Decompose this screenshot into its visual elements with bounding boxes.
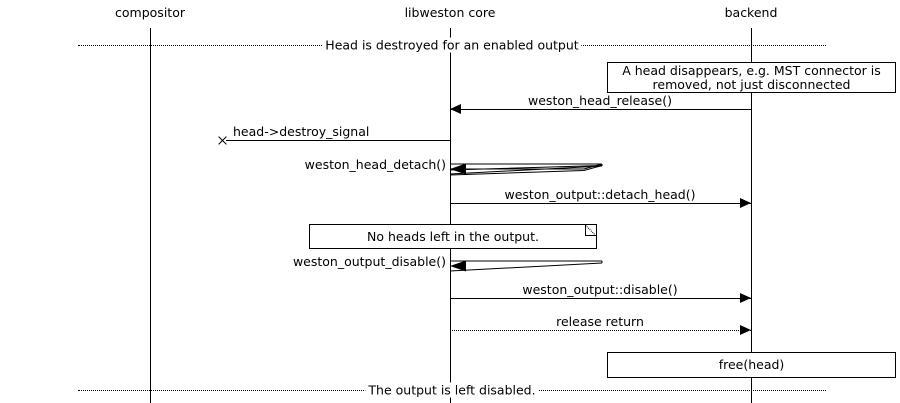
separator-label-bottom: The output is left disabled. bbox=[365, 382, 539, 398]
lifeline-libweston-core bbox=[450, 28, 451, 403]
message-label-weston-output-disable-call: weston_output_disable() bbox=[289, 254, 449, 269]
lifeline-backend bbox=[751, 28, 752, 403]
separator-label-top: Head is destroyed for an enabled output bbox=[322, 37, 582, 53]
note-free-head-text: free(head) bbox=[718, 357, 785, 373]
message-label-weston-head-release: weston_head_release() bbox=[525, 93, 675, 108]
message-line-release-return bbox=[450, 330, 751, 331]
arrowhead-right-icon-weston-output-disable bbox=[740, 293, 751, 303]
note-no-heads-left-text: No heads left in the output. bbox=[367, 228, 539, 244]
note-mst-connector-text: A head disappears, e.g. MST connector is… bbox=[622, 63, 881, 92]
message-label-weston-head-detach: weston_head_detach() bbox=[301, 157, 449, 172]
note-mst-connector: A head disappears, e.g. MST connector is… bbox=[607, 62, 896, 93]
message-label-release-return: release return bbox=[553, 314, 647, 329]
lost-message-x-icon bbox=[217, 135, 228, 146]
message-label-weston-output-disable: weston_output::disable() bbox=[519, 282, 681, 297]
lifeline-compositor bbox=[150, 28, 151, 403]
message-label-weston-output-detach-head: weston_output::detach_head() bbox=[501, 187, 699, 202]
arrowhead-left-icon-weston-head-release bbox=[450, 104, 461, 114]
participant-label-libweston-core: libweston core bbox=[404, 5, 496, 20]
message-line-head-destroy-signal bbox=[226, 140, 450, 141]
note-fold-corner-icon bbox=[585, 225, 596, 236]
arrowhead-right-icon-weston-output-detach-head bbox=[740, 198, 751, 208]
message-line-weston-output-detach-head bbox=[450, 203, 751, 204]
note-free-head: free(head) bbox=[607, 352, 896, 378]
self-message-weston-output-disable bbox=[450, 257, 610, 283]
message-line-weston-output-disable bbox=[450, 298, 751, 299]
message-label-head-destroy-signal: head->destroy_signal bbox=[230, 124, 373, 139]
message-line-weston-head-release bbox=[450, 109, 751, 110]
participant-label-compositor: compositor bbox=[115, 5, 185, 20]
arrowhead-right-icon-release-return bbox=[740, 325, 751, 335]
note-no-heads-left: No heads left in the output. bbox=[309, 224, 597, 249]
participant-label-backend: backend bbox=[724, 5, 778, 20]
self-message-weston-head-detach bbox=[450, 160, 610, 186]
